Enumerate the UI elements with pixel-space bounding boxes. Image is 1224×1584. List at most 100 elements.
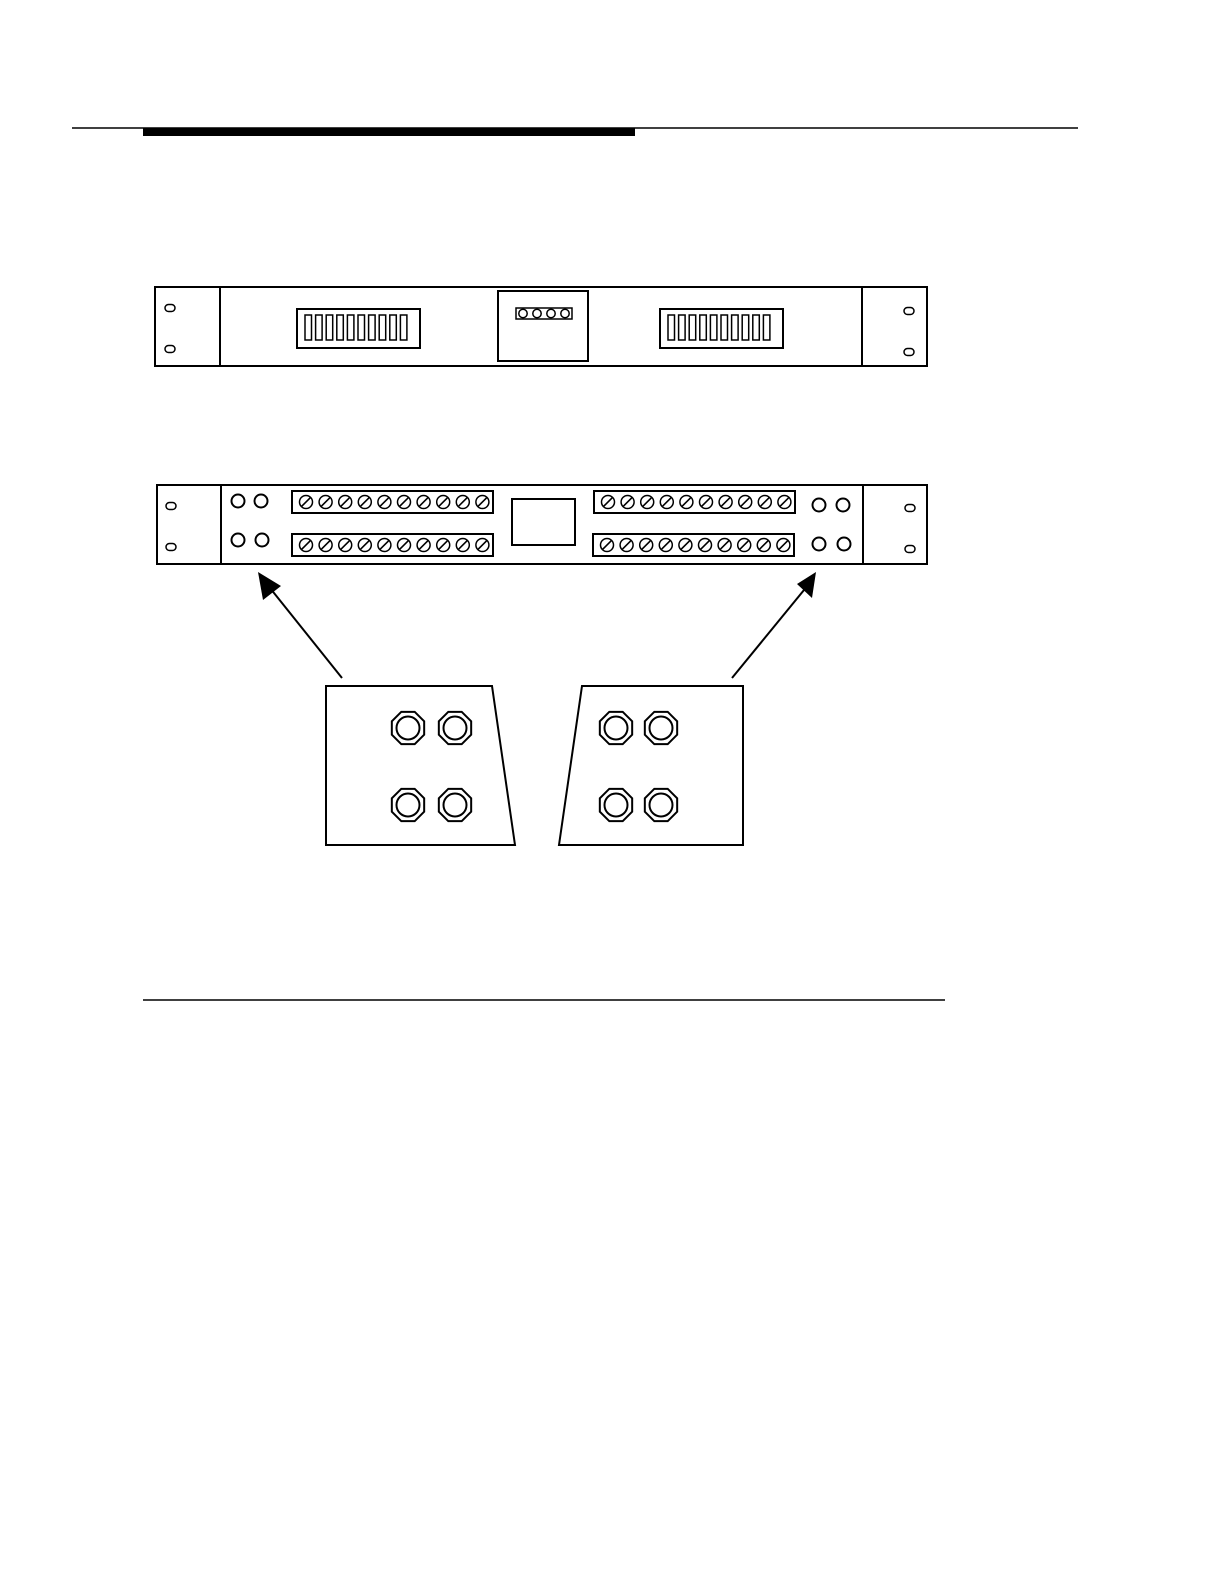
dip-switch-4 <box>337 315 344 340</box>
indicator-led-2 <box>533 309 541 317</box>
rear-jack-8 <box>838 538 851 551</box>
callout-panel-right <box>559 686 743 845</box>
dip-switch-bank-left <box>297 309 420 348</box>
dip-switch-8 <box>742 315 749 340</box>
screw-slot <box>702 498 710 506</box>
screw-slot <box>622 541 630 549</box>
screw-slot <box>643 498 651 506</box>
terminal-strips <box>292 491 795 556</box>
dip-switch-3 <box>326 315 333 340</box>
screw-slot <box>321 541 329 549</box>
dip-switch-8 <box>379 315 386 340</box>
screw-slot <box>361 498 369 506</box>
rear-jack-1 <box>232 495 245 508</box>
indicator-led-1 <box>519 309 527 317</box>
front-rack-ear-holes <box>165 305 914 356</box>
rear-jack-3 <box>232 534 245 547</box>
octagonal-connector-icon <box>439 712 471 744</box>
indicator-led-4 <box>561 309 569 317</box>
screw-slot <box>642 541 650 549</box>
screw-slot <box>760 541 768 549</box>
screw-slot <box>439 498 447 506</box>
screw-slot <box>780 498 788 506</box>
screw-slot <box>419 541 427 549</box>
screw-slot <box>400 541 408 549</box>
rack-ear-hole-3 <box>905 505 915 512</box>
dip-switch-6 <box>358 315 365 340</box>
screw-slot <box>380 541 388 549</box>
connector-ring-3 <box>397 794 420 817</box>
rack-ear-hole-1 <box>166 503 176 510</box>
callout-arrow-left <box>266 583 342 678</box>
rear-jack-6 <box>837 499 850 512</box>
connector-ring-2 <box>650 717 673 740</box>
callout-arrows <box>258 572 816 678</box>
dip-switch-10 <box>400 315 407 340</box>
rear-panel <box>157 485 927 564</box>
screw-slot <box>478 498 486 506</box>
callout-detail-left <box>326 686 515 845</box>
screw-slot <box>681 541 689 549</box>
screw-slot <box>419 498 427 506</box>
terminal-strip-4 <box>593 534 794 556</box>
rack-ear-hole-3 <box>904 308 914 315</box>
screw-slot <box>761 498 769 506</box>
terminal-strip-3 <box>594 491 795 513</box>
callout-arrow-right <box>732 590 804 678</box>
dip-switch-9 <box>753 315 760 340</box>
octagonal-connector-icon <box>392 789 424 821</box>
screw-slot <box>682 498 690 506</box>
screw-slot <box>380 498 388 506</box>
screw-slot <box>302 541 310 549</box>
connector-ring-1 <box>397 717 420 740</box>
dip-switch-9 <box>390 315 397 340</box>
header-rule <box>72 128 1078 136</box>
callout-panel-left <box>326 686 515 845</box>
connector-ring-4 <box>650 794 673 817</box>
callout-right-connectors <box>600 712 677 821</box>
screw-slot <box>459 498 467 506</box>
dip-switch-7 <box>369 315 376 340</box>
dip-switch-7 <box>732 315 739 340</box>
dip-switch-6 <box>721 315 728 340</box>
screw-slot <box>721 498 729 506</box>
octagonal-connector-icon <box>600 789 632 821</box>
screw-slot <box>400 498 408 506</box>
dip-switch-2 <box>316 315 323 340</box>
terminal-strip-1 <box>292 491 493 513</box>
dip-switch-4 <box>700 315 707 340</box>
callout-detail-right <box>559 686 743 845</box>
screw-slot <box>321 498 329 506</box>
center-window <box>512 499 575 545</box>
octagonal-connector-icon <box>600 712 632 744</box>
rack-ear-hole-4 <box>905 546 915 553</box>
screw-slot <box>740 541 748 549</box>
screw-slot <box>741 498 749 506</box>
dip-switch-3 <box>689 315 696 340</box>
dip-switch-bank-right <box>660 309 783 348</box>
rack-ear-hole-4 <box>904 349 914 356</box>
dip-switch-1 <box>668 315 675 340</box>
callout-left-connectors <box>392 712 471 821</box>
screw-slot <box>341 498 349 506</box>
indicator-led-3 <box>547 309 555 317</box>
octagonal-connector-icon <box>645 712 677 744</box>
screw-slot <box>701 541 709 549</box>
rear-panel-body <box>157 485 927 564</box>
rear-jack-4 <box>256 534 269 547</box>
octagonal-connector-icon <box>392 712 424 744</box>
screw-slot <box>361 541 369 549</box>
front-panel-body <box>155 287 927 366</box>
connector-ring-2 <box>444 717 467 740</box>
screw-slot <box>623 498 631 506</box>
rack-ear-hole-2 <box>166 544 176 551</box>
screw-slot <box>459 541 467 549</box>
dip-switch-10 <box>763 315 770 340</box>
terminal-strip-2 <box>292 534 493 556</box>
dip-switch-1 <box>305 315 312 340</box>
screw-slot <box>302 498 310 506</box>
rack-ear-hole-1 <box>165 305 175 312</box>
octagonal-connector-icon <box>645 789 677 821</box>
screw-slot <box>604 498 612 506</box>
